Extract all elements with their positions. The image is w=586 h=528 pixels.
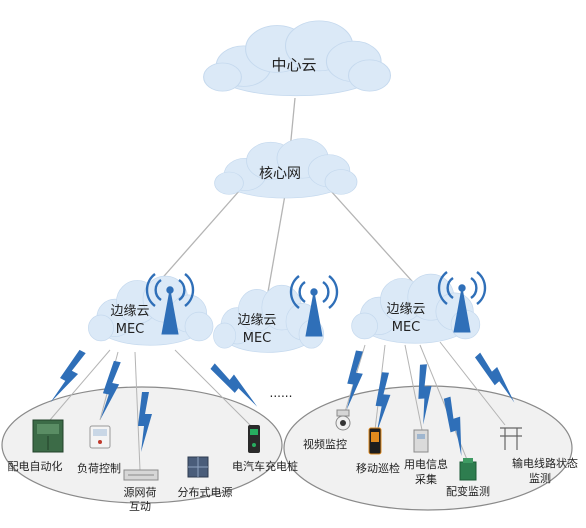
right-devices: 视频监控 移动巡检 用电信息 采集 配变监测 输电线路状态 监测 bbox=[303, 409, 578, 498]
device-label-load-control: 负荷控制 bbox=[77, 461, 121, 475]
solar-panel-icon bbox=[187, 456, 209, 478]
source-grid-load-device-icon bbox=[123, 469, 159, 481]
center-cloud-label: 中心云 bbox=[271, 56, 316, 74]
center-cloud: 中心云 bbox=[203, 20, 392, 97]
edge-middle-line2: MEC bbox=[243, 331, 272, 346]
device-label-distributed-power: 分布式电源 bbox=[178, 485, 233, 499]
edge-right-line1: 边缘云 bbox=[386, 302, 425, 317]
edge-cloud-middle: 边缘云 MEC bbox=[213, 284, 325, 353]
left-devices: 配电自动化 负荷控制 源网荷 互动 分布式电源 电汽车充电桩 bbox=[8, 419, 298, 513]
device-label-transformer-monitoring: 配变监测 bbox=[446, 484, 490, 498]
device-label-video-monitoring: 视频监控 bbox=[303, 437, 347, 451]
edge-left-line2: MEC bbox=[116, 322, 145, 337]
edge-middle-line1: 边缘云 bbox=[237, 313, 276, 328]
core-network-label: 核心网 bbox=[259, 166, 301, 182]
link-core-edge-left bbox=[149, 189, 241, 293]
edge-left-line1: 边缘云 bbox=[110, 304, 149, 319]
edge-cloud-right: 边缘云 MEC bbox=[351, 273, 481, 344]
meter-collector-icon bbox=[413, 429, 429, 453]
link-core-edge-middle bbox=[267, 194, 286, 293]
device-label-ev-charger: 电汽车充电桩 bbox=[232, 459, 298, 473]
link-core-edge-right bbox=[329, 189, 421, 291]
edge-right-line2: MEC bbox=[392, 320, 421, 335]
device-label-transmission-line1: 输电线路状态 bbox=[512, 456, 578, 470]
mobile-inspection-terminal-icon bbox=[368, 427, 382, 455]
more-edge-clouds-ellipsis: ...... bbox=[270, 386, 293, 400]
load-control-terminal-icon bbox=[89, 425, 111, 449]
video-camera-icon bbox=[335, 409, 351, 431]
core-network-cloud: 核心网 bbox=[214, 138, 358, 199]
ev-charger-icon bbox=[248, 425, 260, 453]
device-label-meter-collection-line2: 采集 bbox=[415, 472, 437, 486]
transmission-tower-icon bbox=[500, 427, 522, 450]
device-label-meter-collection-line1: 用电信息 bbox=[404, 457, 448, 471]
device-label-distribution-automation: 配电自动化 bbox=[8, 459, 63, 473]
distribution-automation-cabinet-icon bbox=[32, 419, 64, 453]
device-label-source-grid-line2: 互动 bbox=[129, 500, 151, 513]
edge-cloud-left: 边缘云 MEC bbox=[88, 275, 214, 346]
device-label-source-grid-line1: 源网荷 bbox=[124, 485, 157, 499]
device-label-mobile-inspection: 移动巡检 bbox=[356, 461, 400, 475]
transformer-icon bbox=[459, 458, 477, 481]
device-label-transmission-line2: 监测 bbox=[529, 472, 551, 485]
